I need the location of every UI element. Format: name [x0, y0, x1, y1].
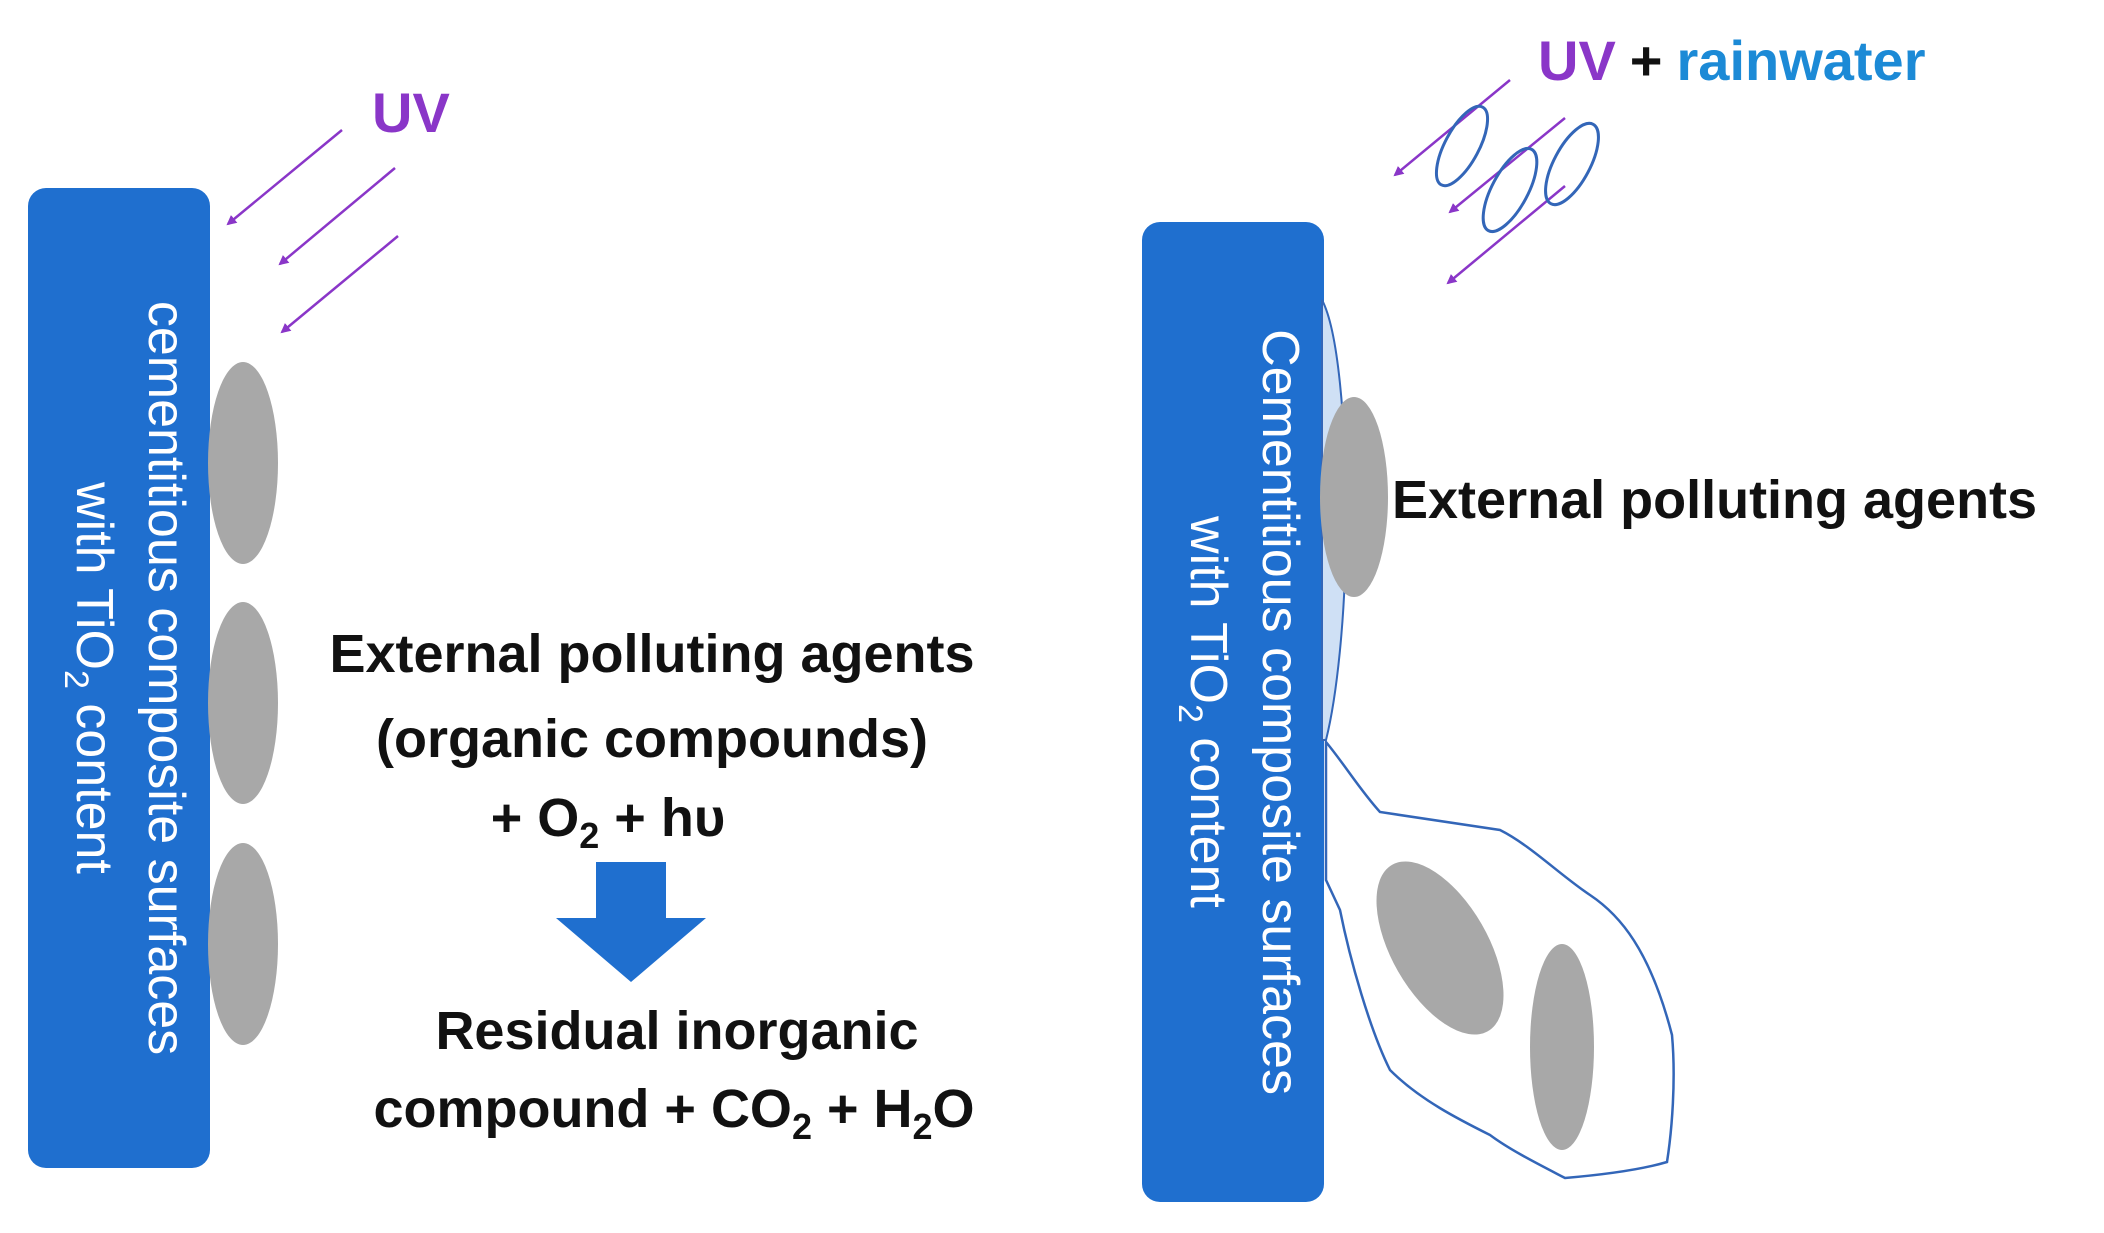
left-uv-label: UV	[372, 81, 450, 144]
uv-arrow-icon	[278, 167, 396, 266]
right-uv-arrows	[1393, 79, 1566, 285]
pollutant-blob	[1320, 397, 1388, 597]
reaction-line2: (organic compounds)	[376, 709, 928, 769]
left-uv-arrows	[226, 129, 399, 334]
pollutant-blob	[1530, 944, 1594, 1150]
uv-arrow-icon	[1446, 185, 1566, 285]
right-wall-label-line1: Cementitious composite surfaces	[1251, 329, 1309, 1095]
uv-arrow-icon	[226, 129, 343, 226]
raindrop-icon	[1481, 147, 1539, 233]
right-cementitious-wall	[1142, 222, 1324, 1202]
left-panel: UV cementitious composite surfaces with …	[28, 81, 975, 1168]
washed-pollutants	[1376, 861, 1594, 1150]
runoff-stream-outline	[1324, 738, 1675, 1180]
right-wall-label: Cementitious composite surfaces with TiO…	[1171, 329, 1309, 1095]
raindrops	[1434, 104, 1600, 233]
raindrop-icon	[1434, 104, 1490, 188]
left-cementitious-wall	[28, 188, 210, 1168]
left-wall-label: cementitious composite surfaces with TiO…	[57, 301, 195, 1055]
left-pollutants	[208, 362, 278, 1045]
left-wall-label-line1: cementitious composite surfaces	[137, 301, 195, 1055]
right-panel: UV+rainwater Cementitious composite surf…	[1142, 29, 2037, 1202]
reaction-line3: + O2 + hυ	[491, 788, 726, 856]
right-pollutant-label: External polluting agents	[1392, 470, 2037, 530]
right-wall-label-line2: with TiO2 content	[1171, 515, 1237, 908]
reaction-down-arrow-icon	[556, 862, 706, 982]
pollutant-blob	[1376, 861, 1504, 1035]
right-uv-rain-label: UV+rainwater	[1538, 29, 1926, 92]
raindrop-icon	[1544, 121, 1600, 207]
uv-arrow-icon	[1448, 117, 1566, 214]
pollutant-blob	[208, 362, 278, 564]
left-wall-label-line2: with TiO2 content	[57, 481, 123, 874]
result-line2: compound + CO2 + H2O	[373, 1079, 974, 1147]
uv-arrow-icon	[280, 235, 399, 334]
reaction-line1: External polluting agents	[329, 624, 974, 684]
pollutant-blob	[208, 602, 278, 804]
result-line1: Residual inorganic	[435, 1001, 918, 1061]
pollutant-blob	[208, 843, 278, 1045]
